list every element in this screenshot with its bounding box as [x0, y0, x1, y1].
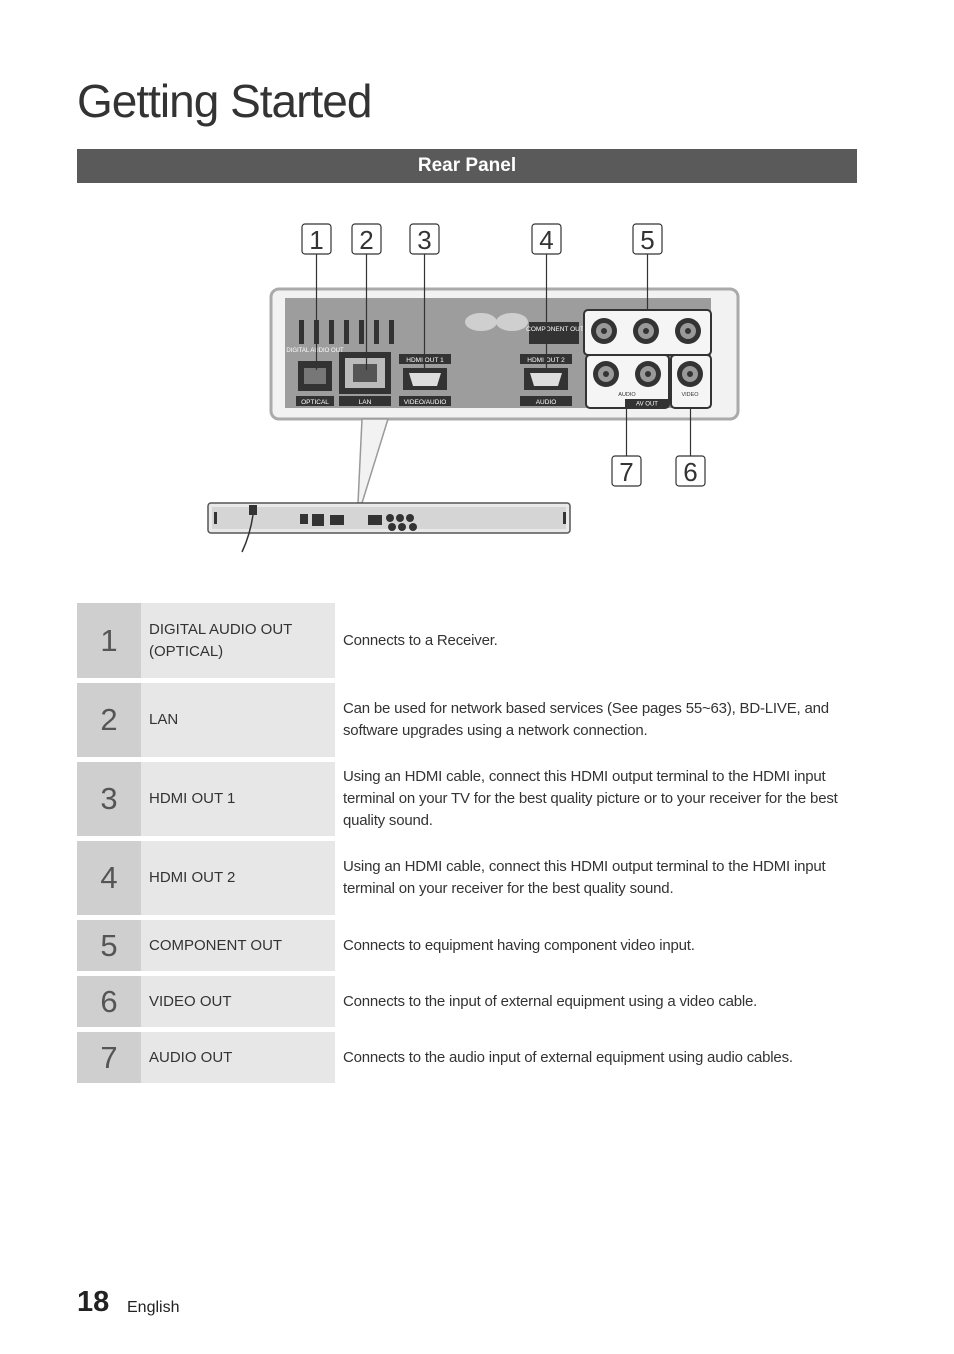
port-name: COMPONENT OUT: [141, 920, 335, 971]
language-label: English: [127, 1299, 180, 1316]
callout-6: 6: [675, 455, 706, 487]
svg-text:DIGITAL AUDIO OUT: DIGITAL AUDIO OUT: [286, 348, 344, 354]
component-out-jacks: [583, 309, 712, 356]
svg-text:1: 1: [309, 225, 323, 255]
page-title: Getting Started: [77, 75, 372, 127]
port-name: DIGITAL AUDIO OUT (OPTICAL): [141, 603, 335, 678]
port-description: Connects to equipment having component v…: [343, 936, 695, 954]
svg-text:2: 2: [359, 225, 373, 255]
svg-text:7: 7: [619, 457, 633, 487]
svg-text:AUDIO: AUDIO: [536, 399, 557, 406]
port-name: VIDEO OUT: [141, 976, 335, 1027]
callout-5: 5: [632, 223, 663, 255]
port-description: Connects to the audio input of external …: [343, 1048, 793, 1066]
table-row: 6 VIDEO OUT Connects to the input of ext…: [77, 976, 857, 1027]
rear-panel-table: 1 DIGITAL AUDIO OUT (OPTICAL) Connects t…: [77, 598, 857, 1088]
player-rear-view: [207, 502, 571, 553]
audio-out-jacks: AUDIO AV OUT: [585, 354, 670, 409]
port-description: Using an HDMI cable, connect this HDMI o…: [343, 858, 826, 897]
port-description: Connects to a Receiver.: [343, 631, 498, 649]
row-number: 1: [77, 603, 141, 678]
table-row: 1 DIGITAL AUDIO OUT (OPTICAL) Connects t…: [77, 603, 857, 678]
svg-text:VIDEO: VIDEO: [681, 392, 699, 398]
svg-text:5: 5: [640, 225, 654, 255]
port-description: Connects to the input of external equipm…: [343, 992, 758, 1010]
port-description: Can be used for network based services (…: [343, 700, 829, 739]
svg-text:COMPONENT OUT: COMPONENT OUT: [526, 326, 584, 333]
svg-text:HDMI OUT 1: HDMI OUT 1: [406, 357, 444, 364]
svg-text:LAN: LAN: [359, 399, 372, 406]
port-name: AUDIO OUT: [141, 1032, 335, 1083]
svg-text:3: 3: [417, 225, 431, 255]
callout-4: 4: [531, 223, 562, 255]
svg-text:6: 6: [683, 457, 697, 487]
svg-text:OPTICAL: OPTICAL: [301, 399, 329, 406]
row-number: 2: [77, 683, 141, 757]
row-number: 7: [77, 1032, 141, 1083]
section-header: Rear Panel: [77, 149, 857, 183]
port-name: HDMI OUT 1: [141, 762, 335, 836]
svg-text:AUDIO: AUDIO: [618, 392, 636, 398]
svg-text:4: 4: [539, 225, 553, 255]
port-name: HDMI OUT 2: [141, 841, 335, 915]
component-out-label: COMPONENT OUT: [526, 322, 584, 344]
svg-text:AV OUT: AV OUT: [636, 402, 658, 408]
port-description: Using an HDMI cable, connect this HDMI o…: [343, 768, 838, 829]
lan-port: LAN: [339, 352, 391, 406]
page-number: 18: [77, 1286, 110, 1318]
callout-3: 3: [409, 223, 440, 255]
table-row: 4 HDMI OUT 2 Using an HDMI cable, connec…: [77, 841, 857, 915]
table-row: 2 LAN Can be used for network based serv…: [77, 683, 857, 757]
row-number: 6: [77, 976, 141, 1027]
video-out-jack: VIDEO: [670, 354, 712, 409]
callout-7: 7: [611, 455, 642, 487]
table-row: 5 COMPONENT OUT Connects to equipment ha…: [77, 920, 857, 971]
svg-text:VIDEO/AUDIO: VIDEO/AUDIO: [404, 399, 447, 406]
callout-2: 2: [351, 223, 382, 255]
row-number: 3: [77, 762, 141, 836]
port-name: LAN: [141, 683, 335, 757]
table-row: 7 AUDIO OUT Connects to the audio input …: [77, 1032, 857, 1083]
row-number: 5: [77, 920, 141, 971]
row-number: 4: [77, 841, 141, 915]
table-row: 3 HDMI OUT 1 Using an HDMI cable, connec…: [77, 762, 857, 836]
rear-panel-diagram: 1 2 3 4 5 6 7 DIGITAL AUDIO OUT: [207, 223, 740, 553]
callout-1: 1: [301, 223, 332, 255]
optical-port: DIGITAL AUDIO OUT OPTICAL: [286, 348, 344, 406]
